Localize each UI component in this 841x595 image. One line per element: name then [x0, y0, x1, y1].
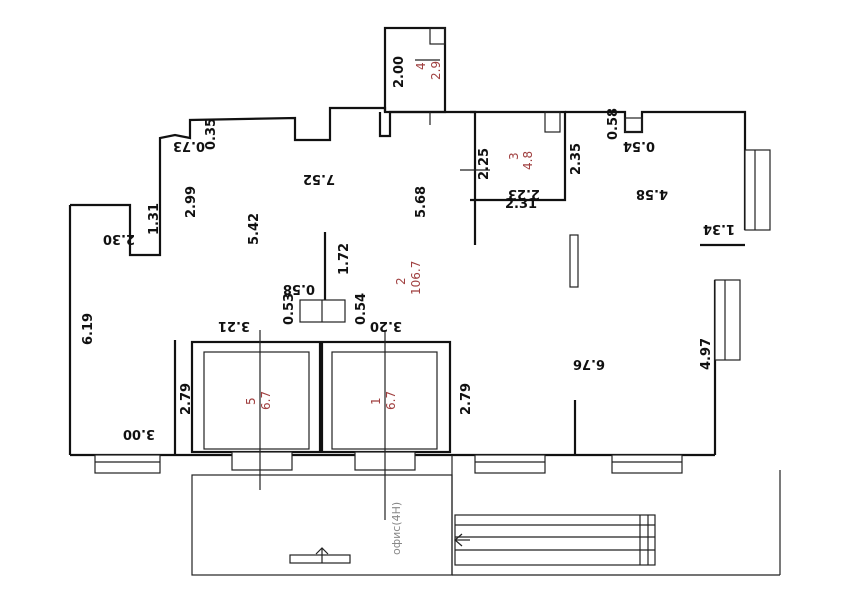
room-5-walls: [190, 340, 322, 454]
dim-299: 2.99: [184, 186, 199, 218]
room-2-area: 106.7: [409, 261, 423, 295]
room-1-number: 1: [369, 397, 383, 405]
walls: [68, 26, 781, 576]
door-markers: [315, 533, 470, 563]
dim-235: 2.35: [569, 143, 584, 175]
axis-ticks: [259, 59, 490, 520]
dim-230: 2.30: [103, 231, 135, 246]
window-bottom-right: [611, 454, 683, 474]
dim-676: 6.76: [573, 356, 605, 371]
dimension-labels: 2.00 0.35 0.73 7.52 5.68 2.25 2.35 0.58 …: [81, 56, 735, 441]
stair-ramp: [454, 514, 656, 566]
door-arrow-bottom-head: [315, 547, 329, 555]
dim-054-top: 0.54: [623, 138, 655, 153]
window-left-bottom: [94, 454, 161, 474]
dim-300: 3.00: [123, 426, 155, 441]
dim-752: 7.52: [303, 171, 335, 186]
entrance-door: [289, 554, 351, 564]
dim-054-mid: 0.54: [354, 293, 369, 325]
dim-172: 1.72: [337, 243, 352, 275]
room-5-inner: [203, 351, 310, 450]
window-room-5: [231, 451, 293, 471]
dim-134: 1.34: [703, 221, 735, 236]
room-4-area: 2.9: [429, 61, 443, 80]
dim-619: 6.19: [81, 313, 96, 345]
dim-131: 1.31: [147, 203, 162, 235]
window-right-top: [744, 149, 771, 231]
room-2-number: 2: [394, 277, 408, 285]
dim-542: 5.42: [247, 213, 262, 245]
room-3-shaft: [544, 111, 561, 133]
top-wall: [378, 110, 477, 245]
dim-231: 2.31: [505, 197, 537, 212]
left-wall: [70, 106, 387, 257]
dim-225: 2.25: [477, 148, 492, 180]
room-3-area: 4.8: [521, 151, 535, 170]
room-5-area: 6.7: [259, 391, 273, 410]
dim-568: 5.68: [414, 186, 429, 218]
room-1-area: 6.7: [384, 391, 398, 410]
dim-279-right: 2.79: [459, 383, 474, 415]
window-bottom-middle: [474, 454, 546, 474]
room-5-number: 5: [244, 397, 258, 405]
dim-458: 4.58: [636, 186, 668, 201]
entrance-label: офис(4Н): [390, 502, 403, 555]
room-labels: 4 2.9 3 4.8 2 106.7 5 6.7 1 6.7: [244, 61, 535, 410]
dim-320: 3.20: [370, 318, 402, 333]
dim-223: 2.23: [508, 186, 540, 201]
column-top-right: [624, 117, 643, 133]
dim-058-mid: 0.58: [283, 281, 315, 296]
room-2-marker: [569, 234, 579, 288]
room-4-number: 4: [414, 62, 428, 70]
dim-497: 4.97: [699, 338, 714, 370]
room-4-shaft: [429, 27, 446, 45]
top-right-wall: [565, 110, 747, 230]
dim-053: 0.53: [282, 293, 297, 325]
dim-room4-height: 2.00: [392, 56, 407, 88]
dim-321: 3.21: [218, 318, 250, 333]
dim-058-top: 0.58: [606, 108, 621, 140]
room-3-number: 3: [507, 152, 521, 160]
window-right-middle: [714, 279, 741, 361]
door-arrow-entrance-head: [454, 533, 463, 547]
windows: [94, 149, 771, 474]
dim-279-left: 2.79: [179, 383, 194, 415]
dim-top-left-035: 0.35: [204, 118, 219, 150]
dim-top-left-073: 0.73: [173, 138, 205, 153]
room-3-walls: [470, 110, 567, 202]
